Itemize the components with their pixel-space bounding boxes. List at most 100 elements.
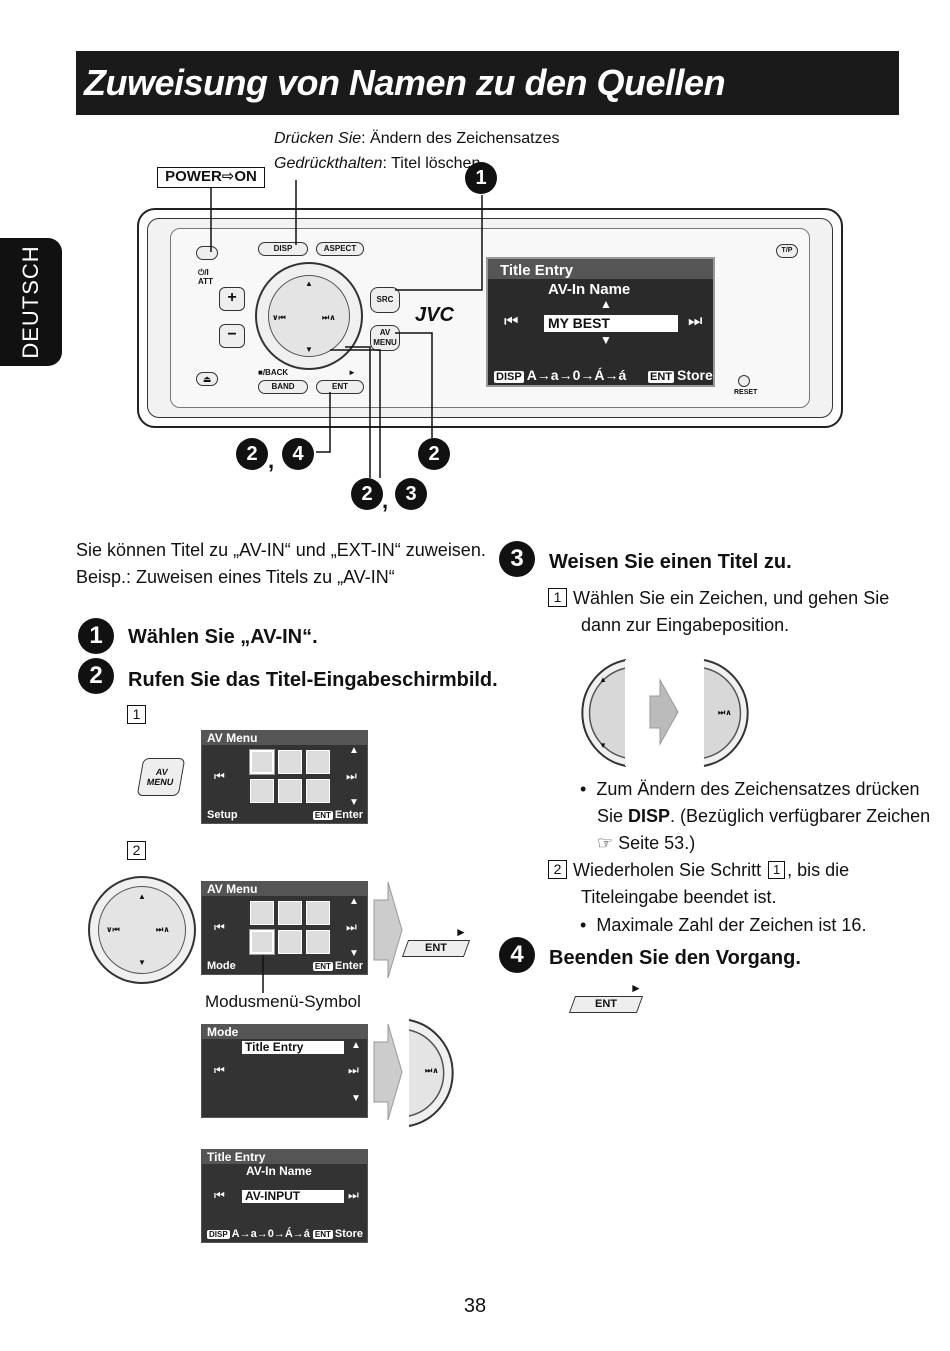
step-3-bullet-2-text: Maximale Zahl der Zeichen ist 16. (596, 915, 867, 935)
te-store-text: Store (334, 1228, 363, 1240)
power-on-label: POWER⇨ON (157, 167, 265, 188)
screen-prev-icon: ⏮ (214, 769, 225, 783)
te-screen-field: AV-INPUT (242, 1190, 344, 1203)
step-1-heading: Wählen Sie „AV-IN“. (128, 626, 318, 648)
mode-icon-caption: Modusmenü-Symbol (205, 992, 361, 1011)
bluetooth-icon-2 (306, 930, 330, 954)
dial-ill-next: ⏭∧ (156, 925, 170, 934)
bullet-1-post: . (Bezüglich verfügbarer Zeichen (670, 806, 931, 826)
callout-press: Drücken Sie: Ändern des Zeichensatzes (274, 130, 560, 148)
mode-title-entry-item: Title Entry (242, 1041, 344, 1054)
leader-dial-a (345, 346, 371, 478)
step-1-number: 1 (78, 618, 114, 654)
lcd-store-text: Store (677, 367, 713, 383)
step-4-number: 4 (499, 937, 535, 973)
step-3-sub-2-post: , bis die (787, 860, 850, 880)
dial-up-arrow: ▲ (305, 279, 313, 288)
te-charset-text: A→a→0→Á→á (231, 1228, 310, 1240)
step-3-bullet-1-line-3: ☞ Seite 53.) (597, 833, 696, 853)
att-label: ⏻/I ATT (198, 268, 213, 286)
mode-icon (250, 779, 274, 803)
lcd-up-arrow: ▲ (600, 297, 612, 311)
screen-setup-label: Setup (207, 809, 238, 821)
aspect-button[interactable]: ASPECT (316, 242, 364, 256)
page-number: 38 (463, 1295, 487, 1317)
screen-next-icon: ⏭ (346, 769, 357, 783)
screen-down-arrow: ▼ (349, 797, 359, 808)
disc-icon-2 (306, 901, 330, 925)
dial-ill-down: ▼ (138, 958, 146, 967)
step-3-sub-2-line-2: Titeleingabe beendet ist. (581, 887, 777, 907)
play-mark-2: ► (630, 981, 642, 995)
mode-up-arrow: ▲ (351, 1040, 361, 1051)
tp-button[interactable]: T/P (776, 244, 798, 258)
screen-2-enter-text: Enter (334, 960, 363, 972)
mode-prev-icon: ⏮ (214, 1063, 225, 1077)
marker-3: 3 (395, 478, 427, 510)
te-prev-icon: ⏮ (214, 1188, 225, 1202)
lcd-charset-text: A→a→0→Á→á (526, 367, 627, 383)
av-menu-screen-title: AV Menu (202, 731, 367, 745)
reset-button[interactable] (738, 375, 750, 387)
screen-mode-label: Mode (207, 960, 236, 972)
leader-src (395, 195, 483, 291)
jvc-logo: JVC (415, 304, 454, 326)
step-2-heading: Rufen Sie das Titel-Eingabeschirmbild. (128, 669, 498, 691)
screen-up-arrow: ▲ (349, 745, 359, 756)
reset-label: RESET (734, 389, 758, 396)
step-3-sub-2-ref: 1 (768, 861, 786, 879)
step-2-sub-2: 2 (127, 841, 152, 862)
av-btn-av: AV (155, 767, 169, 777)
screen-2-next-icon: ⏭ (346, 920, 357, 934)
screen-ent-tag: ENT (312, 811, 333, 820)
dial-next-icon: ⏭∧ (322, 313, 336, 322)
eject-button[interactable]: ⏏ (196, 372, 218, 386)
language-tab: DEUTSCH (0, 238, 62, 366)
play-mark-1: ► (455, 925, 467, 939)
intro-line-2: Beisp.: Zuweisen eines Titels zu „AV-IN“ (76, 567, 395, 587)
te-screen-title: Title Entry (202, 1150, 367, 1164)
av-menu-av: AV (379, 328, 391, 337)
power-button[interactable] (196, 246, 218, 260)
marker-2b: 2 (351, 478, 383, 510)
lcd-title: Title Entry (500, 262, 574, 279)
title-entry-screen: Title Entry AV-In Name AV-INPUT ⏮ ⏭ DISP… (201, 1149, 368, 1243)
marker-1: 1 (465, 162, 497, 194)
step-3-heading: Weisen Sie einen Titel zu. (549, 551, 792, 573)
lcd-disp-tag: DISP (494, 371, 524, 383)
step-3-sub-2-box: 2 (548, 860, 567, 879)
leader-av-menu (395, 332, 433, 438)
lcd-prev-icon: ⏮ (504, 313, 519, 330)
volume-plus-button[interactable]: + (219, 287, 245, 311)
volume-minus-button[interactable]: − (219, 324, 245, 348)
step-3-bullet-1-line-2: Sie DISP. (Bezüglich verfügbarer Zeichen (597, 803, 930, 830)
control-dial-center[interactable] (268, 275, 350, 357)
lcd-ent-tag: ENT (648, 371, 674, 383)
band-button[interactable]: BAND (258, 380, 308, 394)
ent-button-icon: ENT (401, 940, 471, 957)
mode-down-arrow: ▼ (351, 1093, 361, 1104)
step-3-dial-down: ▼ (599, 741, 607, 750)
step-3-dial-up: ▲ (599, 675, 607, 684)
disp-button[interactable]: DISP (258, 242, 308, 256)
screen-2-down-arrow: ▼ (349, 948, 359, 959)
ent-button-icon-2-label: ENT (595, 998, 617, 1010)
ent-button[interactable]: ENT (316, 380, 364, 394)
callout-hold-label: Gedrückthalten (274, 155, 383, 172)
step-3-bullet-1-line-1: • Zum Ändern des Zeichensatzes drücken (580, 776, 920, 803)
dial-ill-up: ▲ (138, 892, 146, 901)
av-menu-screen-2-title: AV Menu (202, 882, 367, 896)
src-button[interactable]: SRC (370, 287, 400, 313)
leader-dial-b (330, 349, 381, 478)
te-disp-tag: DISP (207, 1230, 230, 1239)
mode-icon-leader (262, 955, 264, 993)
disc-icon (306, 750, 330, 774)
